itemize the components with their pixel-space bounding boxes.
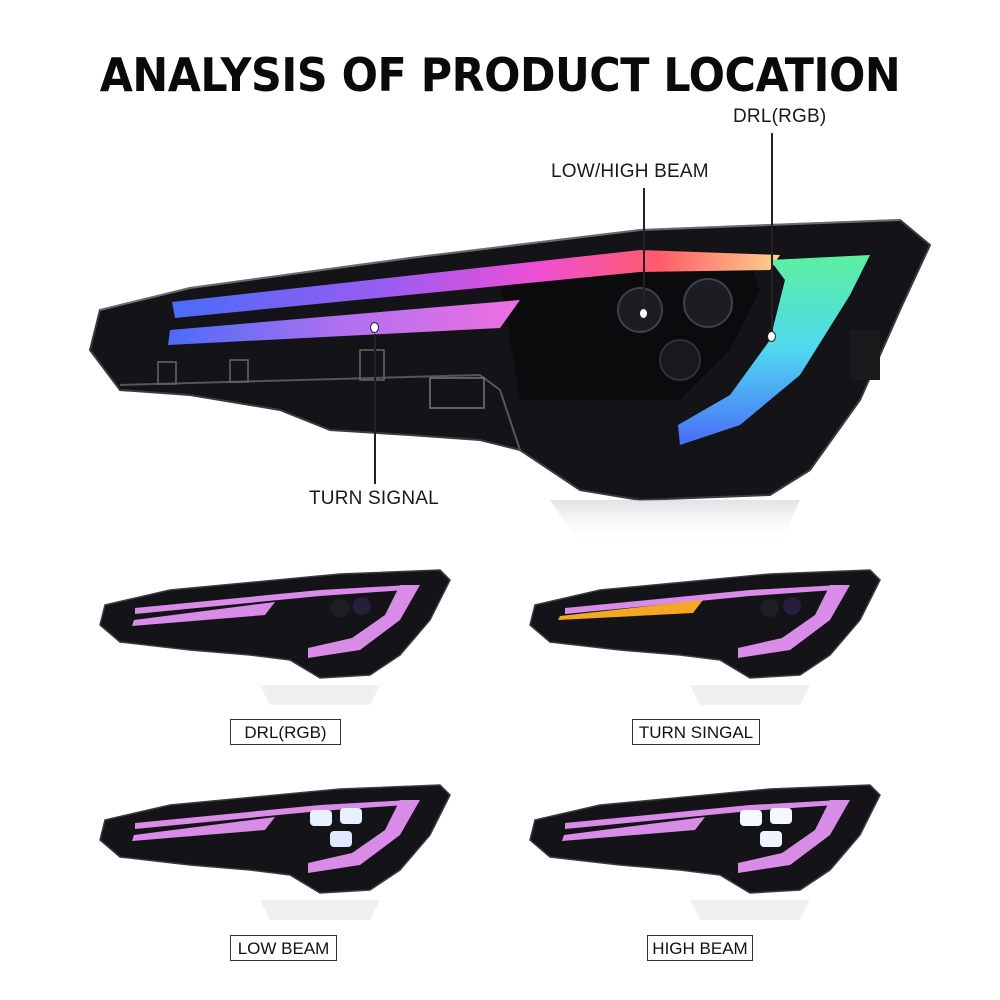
callout-turn-label: TURN SIGNAL xyxy=(309,488,439,509)
mode-thumb-high-beam xyxy=(520,775,900,925)
callout-drl-line xyxy=(771,133,773,331)
mode-label-turn: TURN SINGAL xyxy=(632,719,760,745)
callout-beam-dot xyxy=(639,308,648,319)
page-title: ANALYSIS OF PRODUCT LOCATION xyxy=(99,48,901,102)
mode-label-drl: DRL(RGB) xyxy=(230,719,341,745)
mode-label-low-beam: LOW BEAM xyxy=(230,935,337,961)
callout-beam-line xyxy=(643,188,645,308)
hero-headlight-image xyxy=(80,200,960,560)
callout-drl-dot xyxy=(767,331,776,342)
mode-thumb-turn xyxy=(520,560,900,710)
callout-drl-label: DRL(RGB) xyxy=(733,106,827,127)
callout-turn-dot xyxy=(370,322,379,333)
mode-thumb-low-beam xyxy=(90,775,470,925)
callout-beam-label: LOW/HIGH BEAM xyxy=(551,161,709,182)
callout-turn-line xyxy=(374,334,376,484)
mode-label-high-beam: HIGH BEAM xyxy=(647,935,753,961)
mode-thumb-drl xyxy=(90,560,470,710)
